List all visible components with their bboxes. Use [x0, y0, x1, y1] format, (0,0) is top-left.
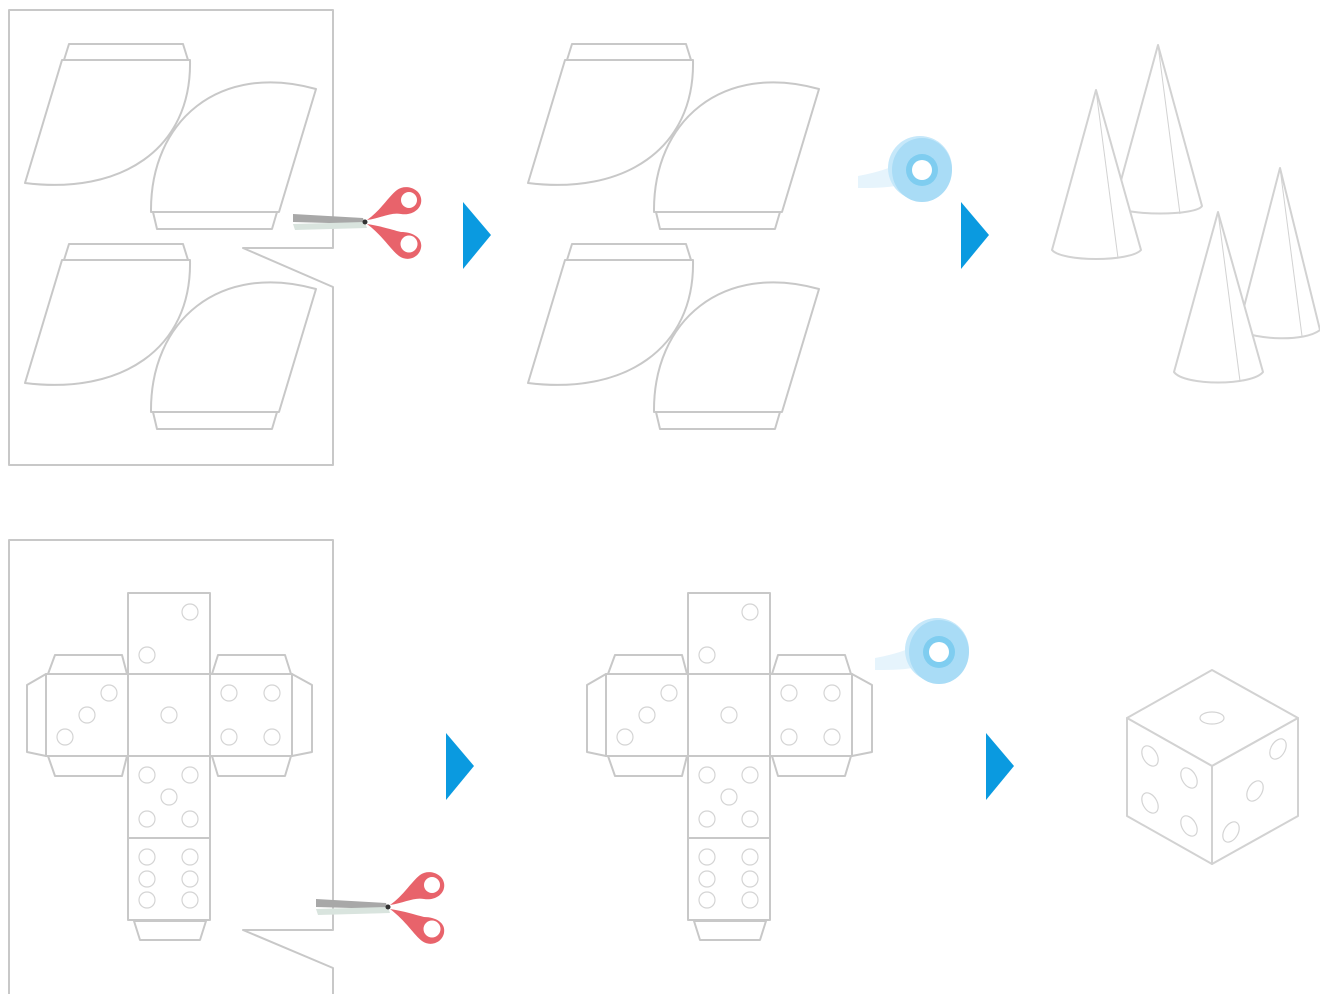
tape-icon	[875, 618, 969, 684]
scissors-icon	[316, 872, 445, 944]
finished-die	[1126, 669, 1299, 865]
glue-tabs	[527, 43, 952, 430]
cone-shape	[1237, 167, 1320, 340]
arrow-right-icon	[446, 733, 474, 800]
die-net-cut	[586, 592, 873, 941]
cut-out-cone-templates	[8, 9, 422, 466]
cone-shape	[1051, 89, 1142, 260]
die-net-template	[26, 592, 313, 941]
cone-shape	[1113, 44, 1203, 215]
arrow-right-icon	[986, 733, 1014, 800]
cone-craft-row	[8, 9, 1320, 466]
finished-cones	[1051, 44, 1320, 384]
arrow-right-icon	[463, 202, 491, 269]
cut-out-die-net	[8, 539, 445, 994]
paper-sheet	[8, 539, 334, 994]
cone-template-cut-top	[527, 43, 820, 230]
glue-die-tabs	[586, 592, 969, 941]
cone-template-cut-bottom	[527, 243, 820, 430]
tape-icon	[858, 136, 952, 202]
dice-craft-row	[8, 539, 1299, 994]
cone-shape	[1173, 211, 1264, 384]
arrow-right-icon	[961, 202, 989, 269]
